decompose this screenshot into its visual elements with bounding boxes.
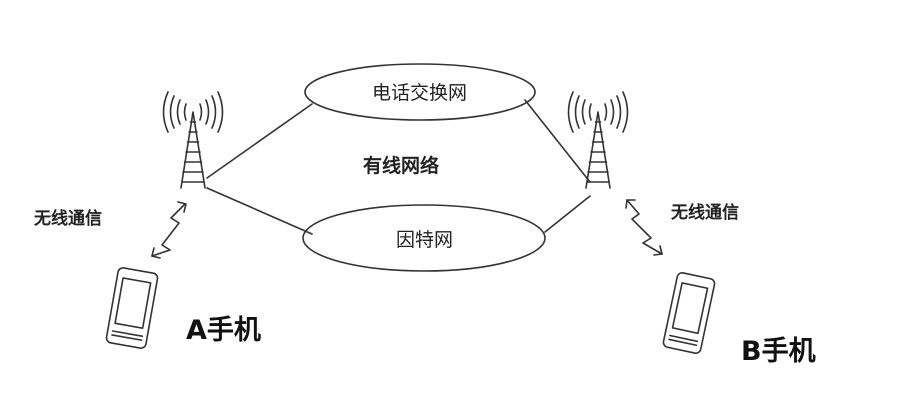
wireless-label-right: 无线通信 xyxy=(671,203,739,223)
internet-ellipse xyxy=(302,204,546,272)
link-tower-a-internet xyxy=(206,187,313,235)
internet-label: 因特网 xyxy=(396,229,454,251)
cell-tower-icon xyxy=(162,91,224,189)
link-tower-b-telephone xyxy=(524,99,591,183)
mobile-phone-icon xyxy=(105,267,159,349)
telephone-network-label: 电话交换网 xyxy=(372,82,468,104)
mobile-phone-icon xyxy=(662,272,716,354)
link-tower-b-internet xyxy=(544,195,591,233)
wireless-label-left: 无线通信 xyxy=(34,209,102,229)
telephone-network-ellipse xyxy=(304,63,536,121)
link-tower-a-telephone xyxy=(206,103,313,179)
phone-b-label: B手机 xyxy=(741,336,816,367)
wired-network-label: 有线网络 xyxy=(363,155,440,177)
phone-a-label: A手机 xyxy=(186,315,261,346)
cell-tower-icon xyxy=(567,91,629,189)
wireless-signal-icon xyxy=(151,201,187,259)
wireless-signal-icon xyxy=(625,199,663,256)
